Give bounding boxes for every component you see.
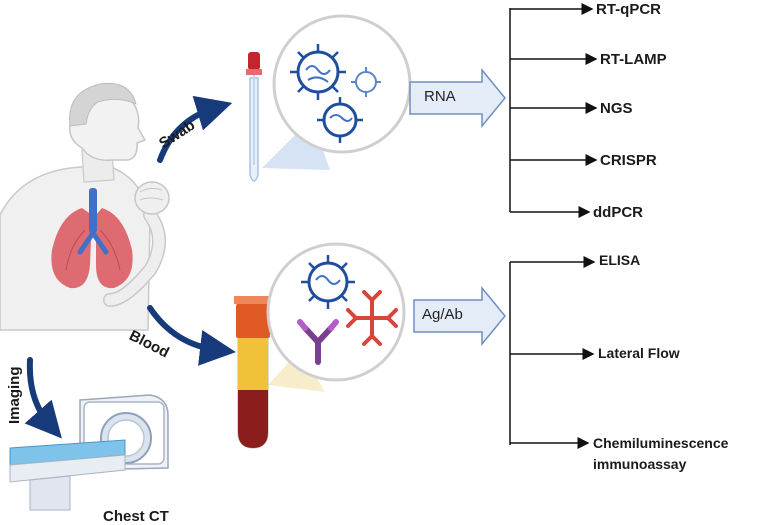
blood-tube bbox=[234, 296, 272, 449]
rna-label: RNA bbox=[424, 88, 456, 105]
imaging-label: Imaging bbox=[6, 366, 23, 424]
method-ddpcr: ddPCR bbox=[593, 204, 643, 221]
blood-magnify-circle bbox=[266, 242, 406, 382]
virus-icon bbox=[290, 44, 346, 100]
ct-scanner bbox=[9, 394, 169, 511]
chest-ct-label: Chest CT bbox=[103, 508, 169, 525]
method-ngs: NGS bbox=[600, 100, 633, 117]
method-chemiluminescence: Chemiluminescence bbox=[593, 435, 729, 451]
ag-ab-label: Ag/Ab bbox=[422, 306, 463, 323]
blood-arrow bbox=[147, 305, 236, 366]
method-lateral-flow: Lateral Flow bbox=[598, 345, 680, 361]
method-rt-qpcr: RT-qPCR bbox=[596, 1, 661, 18]
method-elisa: ELISA bbox=[599, 252, 641, 268]
method-crispr: CRISPR bbox=[600, 152, 657, 169]
serology-method-arrows bbox=[510, 256, 596, 449]
human-figure bbox=[0, 82, 170, 331]
method-immunoassay: immunoassay bbox=[593, 456, 687, 472]
rna-method-arrows bbox=[510, 3, 598, 218]
swab-arrow bbox=[157, 95, 233, 163]
agab-arrow-box bbox=[413, 285, 506, 347]
virus-icon bbox=[317, 97, 363, 143]
blood-magnify-cone bbox=[268, 350, 325, 392]
rna-arrow-box bbox=[409, 67, 506, 129]
virus-icon bbox=[301, 255, 355, 309]
virus-icon bbox=[351, 67, 381, 97]
method-rt-lamp: RT-LAMP bbox=[600, 51, 667, 68]
antibody-cluster-icon bbox=[346, 290, 398, 346]
swab-tube bbox=[246, 52, 262, 182]
imaging-arrow bbox=[24, 357, 62, 439]
antibody-icon bbox=[297, 319, 339, 365]
